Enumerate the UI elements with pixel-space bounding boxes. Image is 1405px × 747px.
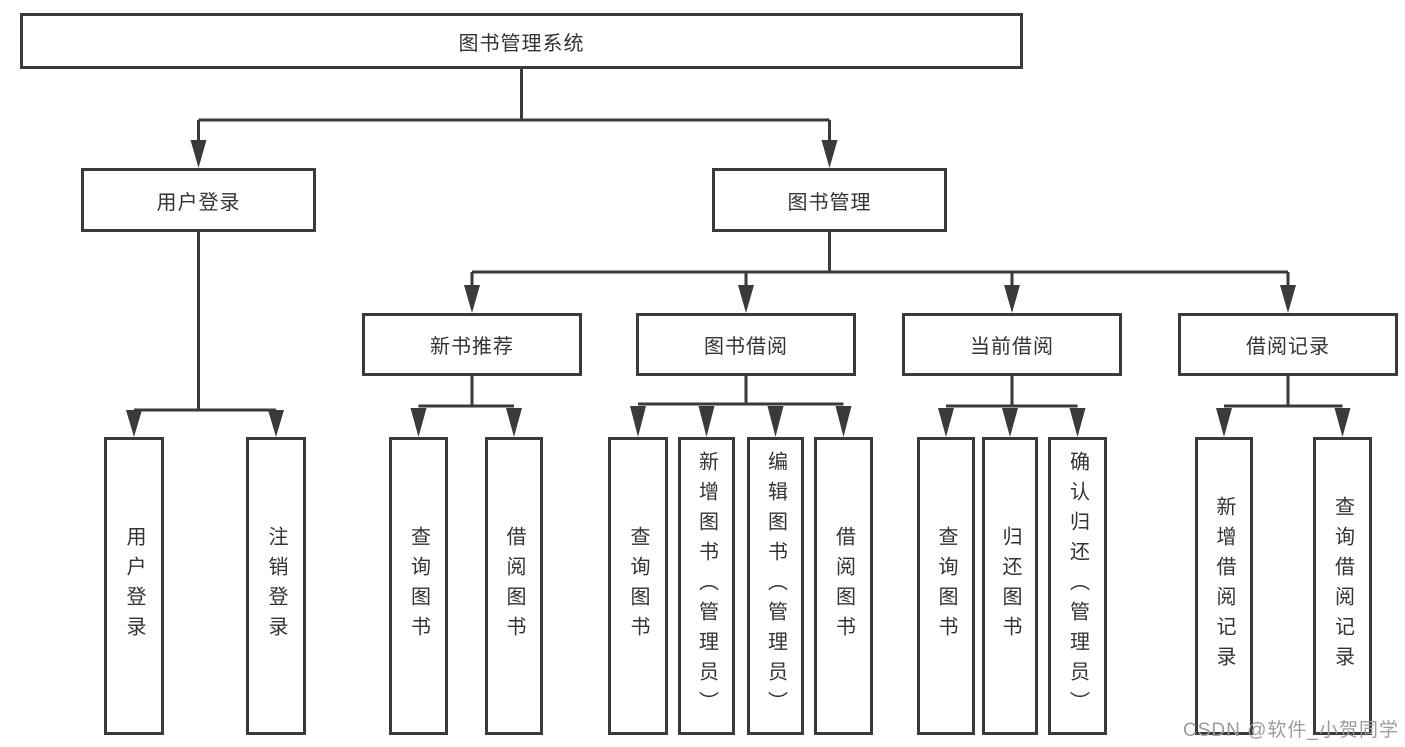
leaf-query-books-2-label: 查询图书 — [627, 526, 649, 646]
leaf-user-login: 用户登录 — [104, 437, 164, 735]
leaf-add-books-admin: 新增图书（管理员） — [678, 437, 735, 735]
leaf-query-books-2: 查询图书 — [608, 437, 668, 735]
leaf-query-books-3: 查询图书 — [917, 437, 975, 735]
leaf-borrow-books-1: 借阅图书 — [485, 437, 543, 735]
leaf-add-borrow-record-label: 新增借阅记录 — [1213, 496, 1235, 676]
leaf-query-books-1: 查询图书 — [389, 437, 448, 735]
node-root: 图书管理系统 — [20, 13, 1023, 69]
leaf-user-login-label: 用户登录 — [123, 526, 145, 646]
leaf-logout-label: 注销登录 — [265, 526, 287, 646]
leaf-edit-books-admin-label: 编辑图书（管理员） — [764, 451, 787, 721]
leaf-return-books-label: 归还图书 — [999, 526, 1021, 646]
leaf-borrow-books-2: 借阅图书 — [814, 437, 873, 735]
leaf-return-books: 归还图书 — [982, 437, 1038, 735]
leaf-borrow-books-2-label: 借阅图书 — [832, 526, 855, 646]
leaf-add-borrow-record: 新增借阅记录 — [1195, 437, 1253, 735]
leaf-confirm-return-admin-label: 确认归还（管理员） — [1066, 451, 1089, 721]
node-borrow-records: 借阅记录 — [1178, 313, 1398, 376]
leaf-query-books-1-label: 查询图书 — [407, 526, 430, 646]
leaf-query-borrow-record: 查询借阅记录 — [1313, 437, 1372, 735]
leaf-logout: 注销登录 — [246, 437, 306, 735]
leaf-query-borrow-record-label: 查询借阅记录 — [1331, 496, 1354, 676]
leaf-query-books-3-label: 查询图书 — [935, 526, 957, 646]
leaf-add-books-admin-label: 新增图书（管理员） — [695, 451, 718, 721]
leaf-edit-books-admin: 编辑图书（管理员） — [747, 437, 804, 735]
leaf-confirm-return-admin: 确认归还（管理员） — [1048, 437, 1107, 735]
node-user-login: 用户登录 — [81, 168, 316, 232]
node-new-book-recommend: 新书推荐 — [362, 313, 582, 376]
leaf-borrow-books-1-label: 借阅图书 — [503, 526, 525, 646]
node-book-management: 图书管理 — [712, 168, 947, 232]
node-book-borrow: 图书借阅 — [636, 313, 856, 376]
node-current-borrow: 当前借阅 — [902, 313, 1122, 376]
